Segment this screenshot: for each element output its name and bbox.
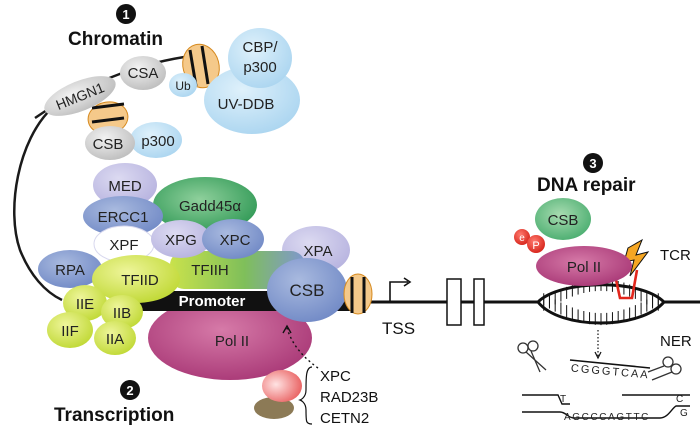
- section-number-2: 2: [126, 383, 133, 398]
- csa-protein: [120, 56, 166, 90]
- section-number-1: 1: [122, 7, 129, 22]
- tss-arrow-icon: [389, 281, 408, 302]
- section-repair: 3 DNA repair: [537, 153, 636, 196]
- cetn2-protein: [254, 397, 294, 419]
- xpg-protein: [151, 220, 211, 258]
- label-partner-cetn2: CETN2: [320, 410, 369, 427]
- label-csa: CSA: [128, 65, 159, 82]
- label-ercc1: ERCC1: [98, 209, 149, 226]
- phospho-site: [527, 235, 545, 253]
- hmgn1-protein: [44, 76, 116, 116]
- label-top-left-base: T: [560, 394, 566, 405]
- label-p300: p300: [141, 133, 174, 150]
- section-number-3: 3: [589, 156, 596, 171]
- label-csb: CSB: [290, 281, 325, 300]
- label-csb-repair: CSB: [548, 212, 579, 229]
- label-med: MED: [108, 178, 142, 195]
- label-iif: IIF: [61, 323, 79, 340]
- section-number-badge-3: [583, 153, 603, 173]
- label-right-top-base: C: [676, 394, 683, 405]
- xpc-protein: [202, 219, 264, 259]
- repair-bubble-top-strand: [520, 283, 700, 304]
- section-number-badge-1: [116, 4, 136, 24]
- label-xpf: XPF: [109, 237, 138, 254]
- phospho-site-small: [514, 229, 530, 245]
- label-p300-top: p300: [243, 59, 276, 76]
- scissors-icon: [647, 356, 682, 381]
- ubiquitin-protein: [169, 73, 197, 97]
- label-tcr: TCR: [660, 247, 691, 264]
- tfiid-protein: [92, 255, 180, 303]
- label-xpc: XPC: [220, 232, 251, 249]
- gapped-strand-left: [522, 394, 570, 405]
- damage-lesion: [613, 269, 639, 300]
- nucleosome-icon: [87, 101, 129, 135]
- label-p: P: [532, 240, 539, 252]
- label-iia: IIA: [106, 331, 124, 348]
- section-title-chromatin: Chromatin: [68, 29, 163, 50]
- pol-ii-protein: [148, 296, 312, 380]
- label-ner: NER: [660, 333, 692, 350]
- section-transcription: 2 Transcription: [54, 380, 174, 426]
- p300-protein: [130, 122, 182, 158]
- recruitment-arrow: [286, 327, 319, 369]
- label-tfiid: TFIID: [121, 272, 159, 289]
- label-pol-ii: Pol II: [215, 333, 249, 350]
- exon-box: [446, 278, 462, 326]
- label-xpg: XPG: [165, 232, 197, 249]
- repair-bubble-bottom-strand: [536, 300, 666, 325]
- ercc1-protein: [83, 196, 163, 236]
- label-iib: IIB: [113, 305, 131, 322]
- label-right-bottom-base: G: [680, 408, 688, 419]
- label-tfiih: TFIIH: [191, 262, 229, 279]
- label-ub: Ub: [175, 79, 191, 93]
- pol-ii-repair: [536, 246, 632, 286]
- label-promoter: Promoter: [179, 293, 246, 310]
- label-gadd45a: Gadd45α: [179, 198, 241, 215]
- rpa-protein: [38, 250, 102, 288]
- iie-protein: [63, 285, 107, 321]
- label-iie: IIE: [76, 296, 94, 313]
- exon-box: [473, 278, 485, 326]
- csb-protein-chromatin: [85, 126, 135, 160]
- label-excised-seq: CGGGTCAA: [570, 363, 650, 382]
- iib-protein: [101, 295, 143, 329]
- csb-repair: [535, 198, 591, 240]
- label-xpa: XPA: [304, 243, 333, 260]
- iif-protein: [47, 312, 93, 348]
- cbp-p300-protein: [228, 28, 292, 88]
- gadd45a-protein: [153, 177, 257, 233]
- template-strand: [522, 405, 690, 419]
- nucleosome-icon: [343, 273, 373, 315]
- iia-protein: [94, 321, 136, 355]
- section-title-transcription: Transcription: [54, 405, 174, 426]
- csb-protein: [267, 258, 347, 322]
- label-rpa: RPA: [55, 262, 85, 279]
- rad23b-protein: [262, 370, 302, 402]
- label-uv-ddb: UV-DDB: [218, 96, 275, 113]
- section-title-repair: DNA repair: [537, 175, 636, 196]
- section-number-badge-2: [120, 380, 140, 400]
- dna-strand-curve: [13, 107, 63, 302]
- label-pol-ii-repair: Pol II: [567, 259, 601, 276]
- label-csb-chromatin: CSB: [93, 136, 124, 153]
- label-bottom-strand-seq: AGCCCAGTTC: [564, 412, 650, 423]
- label-tss: TSS: [382, 319, 415, 338]
- scissors-icon: [517, 340, 547, 373]
- excised-strand: [569, 359, 651, 369]
- label-partner-rad23b: RAD23B: [320, 389, 378, 406]
- section-chromatin: 1 Chromatin: [68, 4, 163, 50]
- label-e: e: [519, 233, 525, 244]
- bracket: [298, 366, 313, 425]
- label-partner-xpc: XPC: [320, 368, 351, 385]
- med-protein: [93, 163, 157, 207]
- label-cbp: CBP/: [242, 39, 278, 56]
